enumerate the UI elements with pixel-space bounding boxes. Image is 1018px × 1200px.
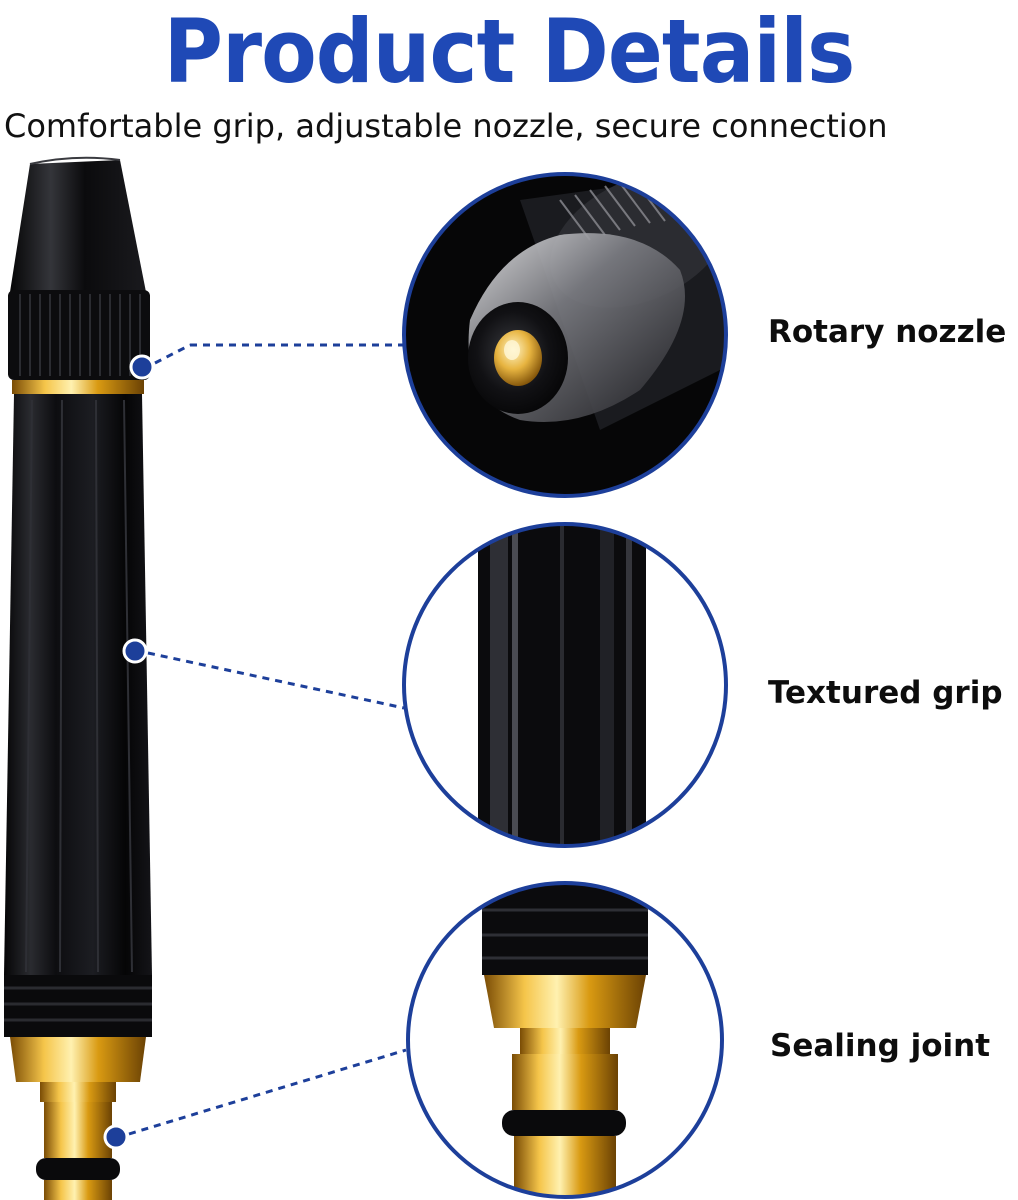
label-rotary-nozzle: Rotary nozzle xyxy=(768,314,1007,350)
zoom-circle-joint xyxy=(406,881,724,1199)
grip-body xyxy=(4,394,152,975)
callout-marker-joint xyxy=(103,1048,407,1150)
body-rings xyxy=(4,975,152,1037)
brass-connector xyxy=(10,1037,146,1200)
callout-marker-nozzle xyxy=(129,343,404,380)
zoom-circle-grip xyxy=(402,522,728,848)
label-textured-grip: Textured grip xyxy=(768,675,1003,711)
nozzle-tip xyxy=(10,156,146,292)
callout-marker-grip xyxy=(122,638,405,710)
rotary-collar xyxy=(8,290,150,380)
label-sealing-joint: Sealing joint xyxy=(770,1028,991,1064)
zoom-circle-nozzle xyxy=(402,172,728,498)
page-title: Product Details xyxy=(163,0,856,103)
brass-ring xyxy=(12,380,144,394)
page-subtitle: Comfortable grip, adjustable nozzle, sec… xyxy=(4,107,888,145)
